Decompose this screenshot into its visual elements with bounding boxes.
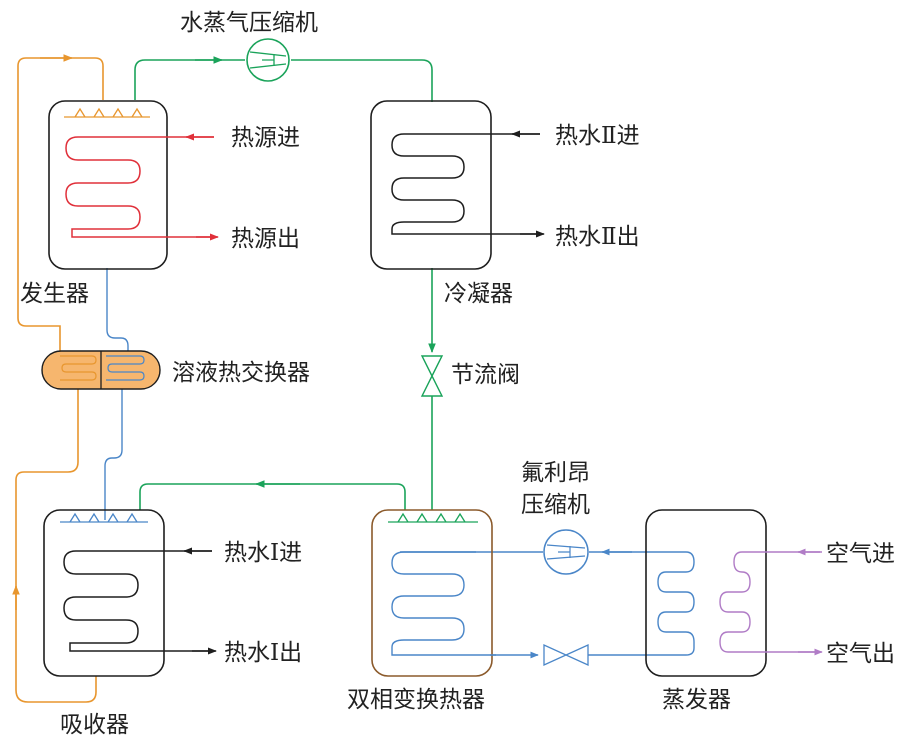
generator-label: 发生器	[20, 281, 89, 307]
freon-compressor-symbol	[543, 529, 589, 575]
two-phase-hx-freon-coil	[391, 551, 496, 656]
heat-source-out-label: 热源出	[231, 226, 300, 252]
steam-compressor-symbol	[246, 38, 290, 82]
evaporator-vessel	[645, 509, 767, 677]
two-phase-hx-label: 双相变换热器	[347, 687, 485, 713]
throttle-valve-label: 节流阀	[451, 362, 520, 388]
freon-expansion-valve	[543, 643, 589, 667]
generator-vessel	[48, 100, 168, 270]
absorber-sprayer	[60, 512, 148, 523]
evaporator-label: 蒸发器	[662, 687, 731, 713]
evaporator-freon-coil	[657, 551, 695, 656]
throttle-valve-symbol	[420, 355, 444, 397]
air-in-label: 空气进	[826, 541, 895, 567]
air-out-label: 空气出	[826, 641, 895, 667]
heat-source-in-label: 热源进	[231, 125, 300, 151]
absorber-water-coil	[63, 550, 212, 652]
two-phase-hx-vessel	[371, 509, 493, 677]
condenser-label: 冷凝器	[444, 281, 513, 307]
hot-water-1-out-label: 热水Ⅰ出	[224, 640, 302, 666]
absorber-label: 吸收器	[60, 712, 129, 738]
steam-compressor-label: 水蒸气压缩机	[180, 10, 318, 36]
steam-line-green	[134, 56, 436, 510]
hot-water-2-out-label: 热水Ⅱ出	[555, 224, 640, 250]
condenser-vessel	[370, 100, 492, 270]
solution-line-blue	[104, 268, 129, 520]
absorber-vessel	[43, 509, 165, 677]
evaporator-air-coil	[719, 551, 820, 653]
two-phase-hx-sprayer	[388, 512, 478, 523]
freon-compressor-label-1: 氟利昂	[521, 460, 590, 486]
generator-sprayer	[64, 107, 150, 118]
freon-compressor-label-2: 压缩机	[521, 492, 590, 518]
hot-water-2-in-label: 热水Ⅱ进	[555, 123, 640, 149]
generator-heat-coil	[65, 136, 214, 238]
solution-hx-label: 溶液热交换器	[172, 360, 310, 386]
solution-heat-exchanger	[41, 350, 161, 390]
condenser-water-coil	[391, 133, 540, 235]
hot-water-1-in-label: 热水Ⅰ进	[224, 540, 302, 566]
solution-loop-orange	[12, 54, 104, 703]
